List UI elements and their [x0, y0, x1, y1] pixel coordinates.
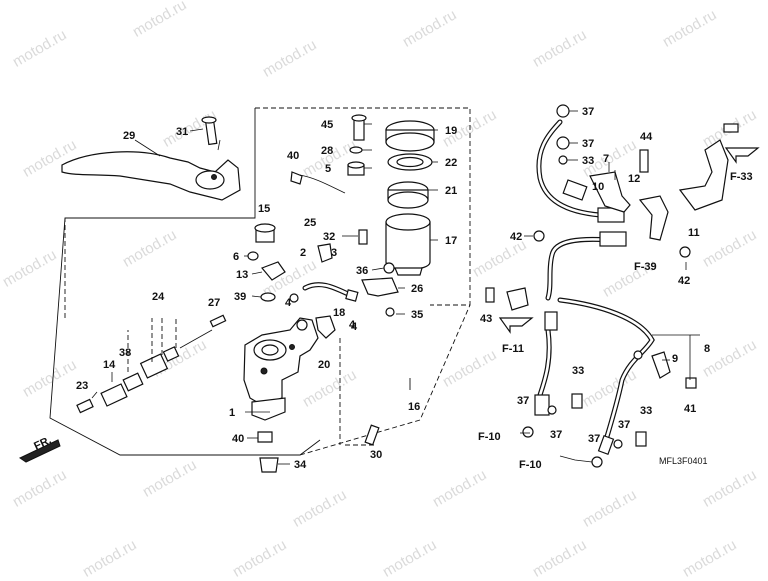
callout-37e: 37 — [588, 433, 600, 445]
callout-36: 36 — [356, 265, 368, 277]
callout-40b: 40 — [232, 433, 244, 445]
callout-3: 3 — [331, 247, 337, 259]
callout-37b: 37 — [582, 138, 594, 150]
callout-37f: 37 — [550, 429, 562, 441]
callout-11: 11 — [688, 227, 700, 239]
callout-38: 38 — [119, 347, 131, 359]
callout-34: 34 — [294, 459, 307, 471]
callout-17: 17 — [445, 235, 457, 247]
front-label: FR. — [32, 434, 53, 452]
callout-21: 21 — [445, 185, 457, 197]
callout-40: 40 — [287, 150, 299, 162]
brake-lever — [61, 116, 241, 201]
callout-2: 2 — [300, 247, 306, 259]
brake-hoses — [485, 104, 655, 455]
callout-27: 27 — [208, 297, 220, 309]
hose-brackets — [522, 123, 739, 468]
callout-20: 20 — [318, 359, 330, 371]
callout-37d: 37 — [618, 419, 630, 431]
callout-41: 41 — [684, 403, 696, 415]
reservoir — [385, 120, 435, 276]
callout-44: 44 — [640, 131, 653, 143]
callout-31: 31 — [176, 126, 188, 138]
callout-23: 23 — [76, 380, 88, 392]
callout-29: 29 — [123, 130, 135, 142]
leader-lines — [91, 110, 700, 465]
callout-5: 5 — [325, 163, 331, 175]
callout-33b: 33 — [572, 365, 584, 377]
callout-8: 8 — [704, 343, 710, 355]
ref-f10a: F-10 — [478, 431, 501, 443]
callout-12: 12 — [628, 173, 640, 185]
callout-37a: 37 — [582, 106, 594, 118]
callout-22: 22 — [445, 157, 457, 169]
callout-42a: 42 — [510, 231, 522, 243]
small-parts-left — [209, 114, 399, 473]
callout-30: 30 — [370, 449, 382, 461]
master-cylinder-body — [243, 317, 319, 421]
callout-16: 16 — [408, 401, 420, 413]
callout-26: 26 — [411, 283, 423, 295]
reference-arrows — [18, 147, 760, 463]
callout-14: 14 — [103, 359, 116, 371]
ref-f39: F-39 — [634, 261, 657, 273]
piston-assembly — [76, 318, 213, 414]
diagram-code: MFL3F0401 — [659, 456, 708, 466]
callout-37c: 37 — [517, 395, 529, 407]
callout-7: 7 — [603, 153, 609, 165]
callout-13: 13 — [236, 269, 248, 281]
callout-28: 28 — [321, 145, 333, 157]
callout-4a: 4 — [285, 297, 292, 309]
callout-33c: 33 — [640, 405, 652, 417]
callout-10: 10 — [592, 181, 604, 193]
callout-33a: 33 — [582, 155, 594, 167]
ref-f33: F-33 — [730, 171, 753, 183]
callout-9: 9 — [672, 353, 678, 365]
callout-42b: 42 — [678, 275, 690, 287]
callout-8-small: 4 — [349, 319, 356, 331]
callout-25: 25 — [304, 217, 316, 229]
ref-f10b: F-10 — [519, 459, 542, 471]
callout-1: 1 — [229, 407, 235, 419]
callout-18: 18 — [333, 307, 345, 319]
callout-24: 24 — [152, 291, 165, 303]
callout-4b: 4 — [351, 321, 358, 333]
callout-6: 6 — [233, 251, 239, 263]
callout-19: 19 — [445, 125, 457, 137]
ref-f11: F-11 — [502, 343, 524, 355]
callout-39: 39 — [234, 291, 246, 303]
callout-35: 35 — [411, 309, 423, 321]
callout-45: 45 — [321, 119, 333, 131]
callout-43: 43 — [480, 313, 492, 325]
assembly-frame-left — [49, 107, 471, 456]
callout-15: 15 — [258, 203, 270, 215]
callout-32: 32 — [323, 231, 335, 243]
